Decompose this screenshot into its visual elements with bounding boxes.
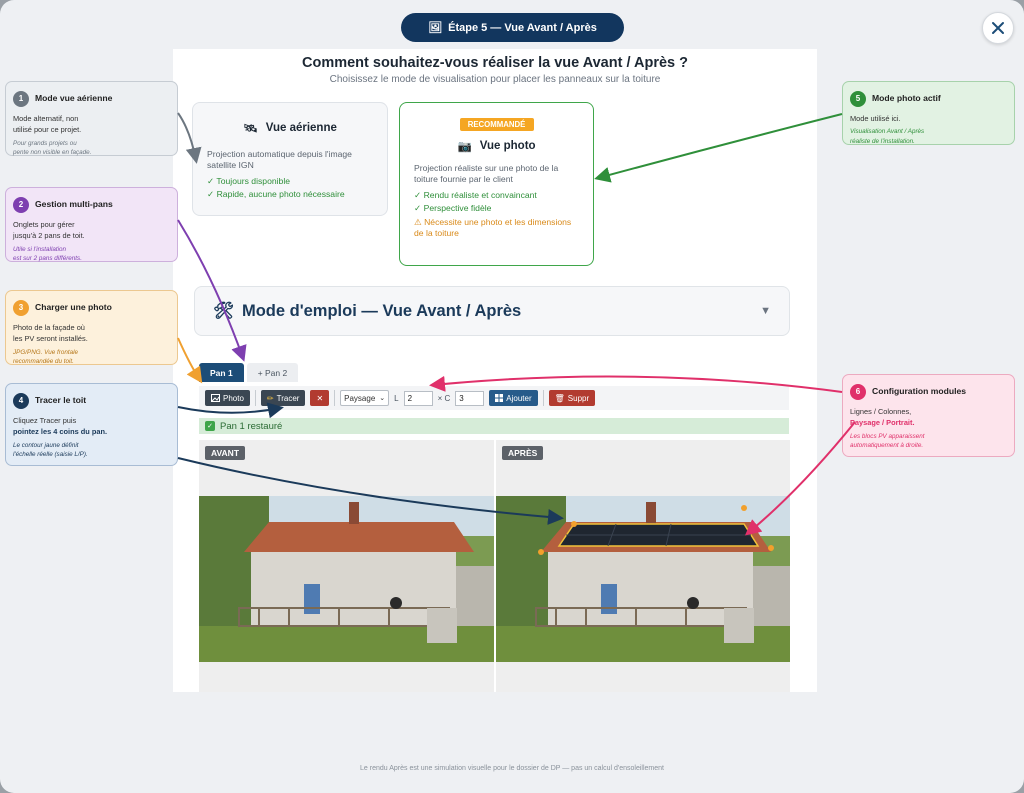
toolbar-divider bbox=[254, 390, 256, 406]
grid-icon bbox=[495, 394, 504, 402]
after-pane: APRÈS bbox=[496, 440, 790, 692]
aerial-pro: ✓ Rapide, aucune photo nécessaire bbox=[207, 188, 345, 199]
recommended-badge: RECOMMANDÉ bbox=[459, 118, 534, 131]
before-pane: AVANT bbox=[199, 440, 494, 692]
image-icon bbox=[211, 394, 220, 402]
aerial-card-desc: Projection automatique depuis l'image sa… bbox=[207, 149, 352, 170]
add-modules-button[interactable]: Ajouter bbox=[489, 390, 538, 406]
page-title: Comment souhaitez-vous réaliser la vue A… bbox=[302, 55, 688, 71]
rows-input[interactable]: 2 bbox=[403, 390, 433, 406]
aerial-card-title: Vue aérienne bbox=[265, 122, 337, 134]
footer-note: Le rendu Après est une simulation visuel… bbox=[360, 765, 664, 772]
pencil-icon: ✏ bbox=[266, 393, 274, 403]
photo-card-desc: Projection réaliste sur une photo de la … bbox=[414, 163, 559, 184]
satellite-icon: 🛰 bbox=[243, 123, 258, 135]
delete-modules-button[interactable]: 🗑 Suppr bbox=[548, 390, 596, 406]
after-photo[interactable] bbox=[496, 496, 790, 662]
annotation-number: 6 bbox=[850, 384, 866, 400]
clear-trace-button[interactable]: ✕ bbox=[310, 390, 330, 406]
accordion-title: Mode d'emploi — Vue Avant / Après bbox=[241, 301, 522, 320]
after-label: APRÈS bbox=[502, 446, 544, 460]
step-pill-label: Étape 5 — Vue Avant / Après bbox=[448, 21, 597, 34]
tab-pan-1[interactable]: Pan 1 bbox=[199, 363, 244, 382]
before-photo[interactable] bbox=[199, 496, 494, 662]
image-icon: 🖼 bbox=[428, 22, 443, 34]
aerial-view-card[interactable]: 🛰 Vue aérienne Projection automatique de… bbox=[192, 102, 388, 216]
before-label: AVANT bbox=[205, 446, 246, 460]
photo-card-title: Vue photo bbox=[479, 140, 536, 152]
rows-label: L bbox=[394, 393, 399, 403]
photo-pro: ✓ Perspective fidèle bbox=[414, 202, 492, 213]
annotation-number: 5 bbox=[850, 91, 866, 107]
tracer-button[interactable]: ✏ Tracer bbox=[260, 390, 306, 406]
camera-icon: 📷 bbox=[457, 141, 472, 153]
close-button[interactable] bbox=[982, 12, 1014, 44]
annotation-number: 1 bbox=[13, 91, 29, 107]
photo-button[interactable]: Photo bbox=[205, 390, 250, 406]
toolbar-divider bbox=[542, 390, 544, 406]
status-message: ✓ Pan 1 restauré bbox=[199, 418, 789, 434]
pan-tabs: Pan 1 + Pan 2 bbox=[199, 363, 299, 382]
chevron-down-icon[interactable]: ▼ bbox=[760, 305, 771, 317]
chevron-down-icon: ⌄ bbox=[379, 395, 386, 402]
clear-icon: ✕ bbox=[316, 393, 324, 403]
annotation-number: 2 bbox=[13, 197, 29, 213]
orientation-select[interactable]: Paysage ⌄ bbox=[340, 390, 390, 406]
annotation-number: 3 bbox=[13, 300, 29, 316]
check-icon: ✓ bbox=[205, 421, 215, 431]
trash-icon: 🗑 bbox=[554, 393, 565, 403]
photo-warning: ⚠ Nécessite une photo et les dimensions … bbox=[414, 217, 572, 239]
aerial-pro: ✓ Toujours disponible bbox=[207, 176, 291, 187]
main-panel: Comment souhaitez-vous réaliser la vue A… bbox=[173, 49, 817, 692]
tab-add-pan-2[interactable]: + Pan 2 bbox=[246, 363, 299, 382]
photo-view-card[interactable]: RECOMMANDÉ 📷 Vue photo Projection réalis… bbox=[399, 102, 594, 266]
cols-label: × C bbox=[437, 393, 451, 403]
toolbar-divider bbox=[334, 390, 336, 406]
photo-pro: ✓ Rendu réaliste et convaincant bbox=[414, 190, 537, 201]
instructions-accordion[interactable]: 🛠 Mode d'emploi — Vue Avant / Après ▼ bbox=[194, 286, 790, 336]
cols-input[interactable]: 3 bbox=[455, 390, 485, 406]
close-icon bbox=[992, 22, 1004, 34]
page-subtitle: Choisissez le mode de visualisation pour… bbox=[329, 74, 661, 85]
editor-toolbar: Photo ✏ Tracer ✕ Paysage ⌄ L 2 × C 3 Ajo… bbox=[199, 386, 789, 410]
tools-icon: 🛠 bbox=[213, 301, 234, 320]
step-pill: 🖼 Étape 5 — Vue Avant / Après bbox=[401, 13, 624, 42]
annotation-number: 4 bbox=[13, 393, 29, 409]
